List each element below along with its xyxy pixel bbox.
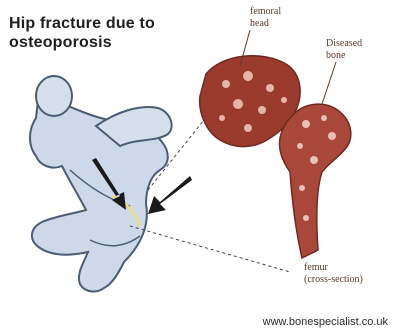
human-figure [30, 76, 172, 291]
label-line: head [250, 18, 281, 30]
label-line: bone [326, 50, 362, 62]
pore [266, 84, 274, 92]
pore [258, 106, 266, 114]
label-femoral-head: femoral head [250, 6, 281, 30]
pointer-line [130, 226, 290, 272]
diagram-title: Hip fracture due to osteoporosis [9, 14, 209, 52]
label-line: femur [304, 262, 363, 274]
pore [321, 115, 327, 121]
label-leader [322, 62, 336, 104]
label-line: Diseased [326, 38, 362, 50]
label-line: (cross-section) [304, 274, 363, 286]
pore [281, 97, 287, 103]
pore [219, 115, 225, 121]
pore [243, 71, 253, 81]
pore [302, 120, 310, 128]
pore [244, 124, 252, 132]
femur-shape [279, 104, 350, 258]
label-femur: femur (cross-section) [304, 262, 363, 286]
label-diseased-bone: Diseased bone [326, 38, 362, 62]
pore [297, 143, 303, 149]
title-line: osteoporosis [9, 33, 209, 52]
pore [310, 156, 318, 164]
label-line: femoral [250, 6, 281, 18]
pore [303, 215, 309, 221]
pore [233, 99, 243, 109]
pore [222, 80, 230, 88]
arrow-right [148, 176, 192, 214]
figure-head [36, 76, 72, 116]
title-line: Hip fracture due to [9, 14, 209, 33]
source-credit: www.bonespecialist.co.uk [263, 316, 388, 328]
pore [328, 132, 336, 140]
pore [299, 185, 305, 191]
